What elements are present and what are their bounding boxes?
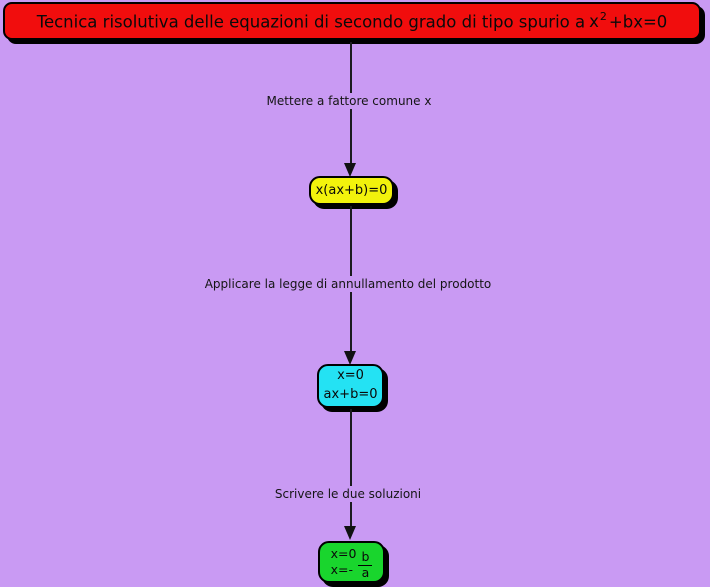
flow-arrow-line-3	[350, 409, 352, 528]
title-text: Tecnica risolutiva delle equazioni di se…	[36, 9, 668, 32]
solutions-content: x=0 x=- b a	[331, 546, 373, 579]
fraction-b-over-a: b a	[358, 549, 373, 580]
solutions-left-column: x=0 x=-	[331, 546, 357, 579]
null-product-text: x=0 ax+b=0	[324, 367, 378, 405]
factored-form-box: x(ax+b)=0	[309, 176, 394, 205]
title-part2: +bx=0	[608, 12, 668, 32]
solution-2-prefix: x=-	[330, 562, 353, 577]
title-x-term: x	[589, 12, 599, 32]
title-exponent: 2	[599, 9, 607, 23]
null-product-box: x=0 ax+b=0	[317, 364, 384, 408]
fraction-numerator: b	[358, 549, 373, 566]
arrow-down-icon	[344, 351, 356, 365]
null-product-line2: ax+b=0	[323, 387, 378, 402]
factored-form-text: x(ax+b)=0	[315, 183, 388, 198]
solution-1-text: x=0	[330, 545, 357, 561]
title-banner: Tecnica risolutiva delle equazioni di se…	[3, 2, 701, 40]
fraction-denominator: a	[361, 564, 370, 580]
null-product-line1: x=0	[337, 368, 364, 384]
solutions-box: x=0 x=- b a	[318, 541, 385, 583]
step-label-3: Scrivere le due soluzioni	[270, 486, 426, 502]
step-label-2: Applicare la legge di annullamento del p…	[200, 276, 496, 292]
step-label-1: Mettere a fattore comune x	[262, 93, 436, 109]
title-part1: Tecnica risolutiva delle equazioni di se…	[36, 12, 586, 32]
arrow-down-icon	[344, 526, 356, 540]
arrow-down-icon	[344, 163, 356, 177]
